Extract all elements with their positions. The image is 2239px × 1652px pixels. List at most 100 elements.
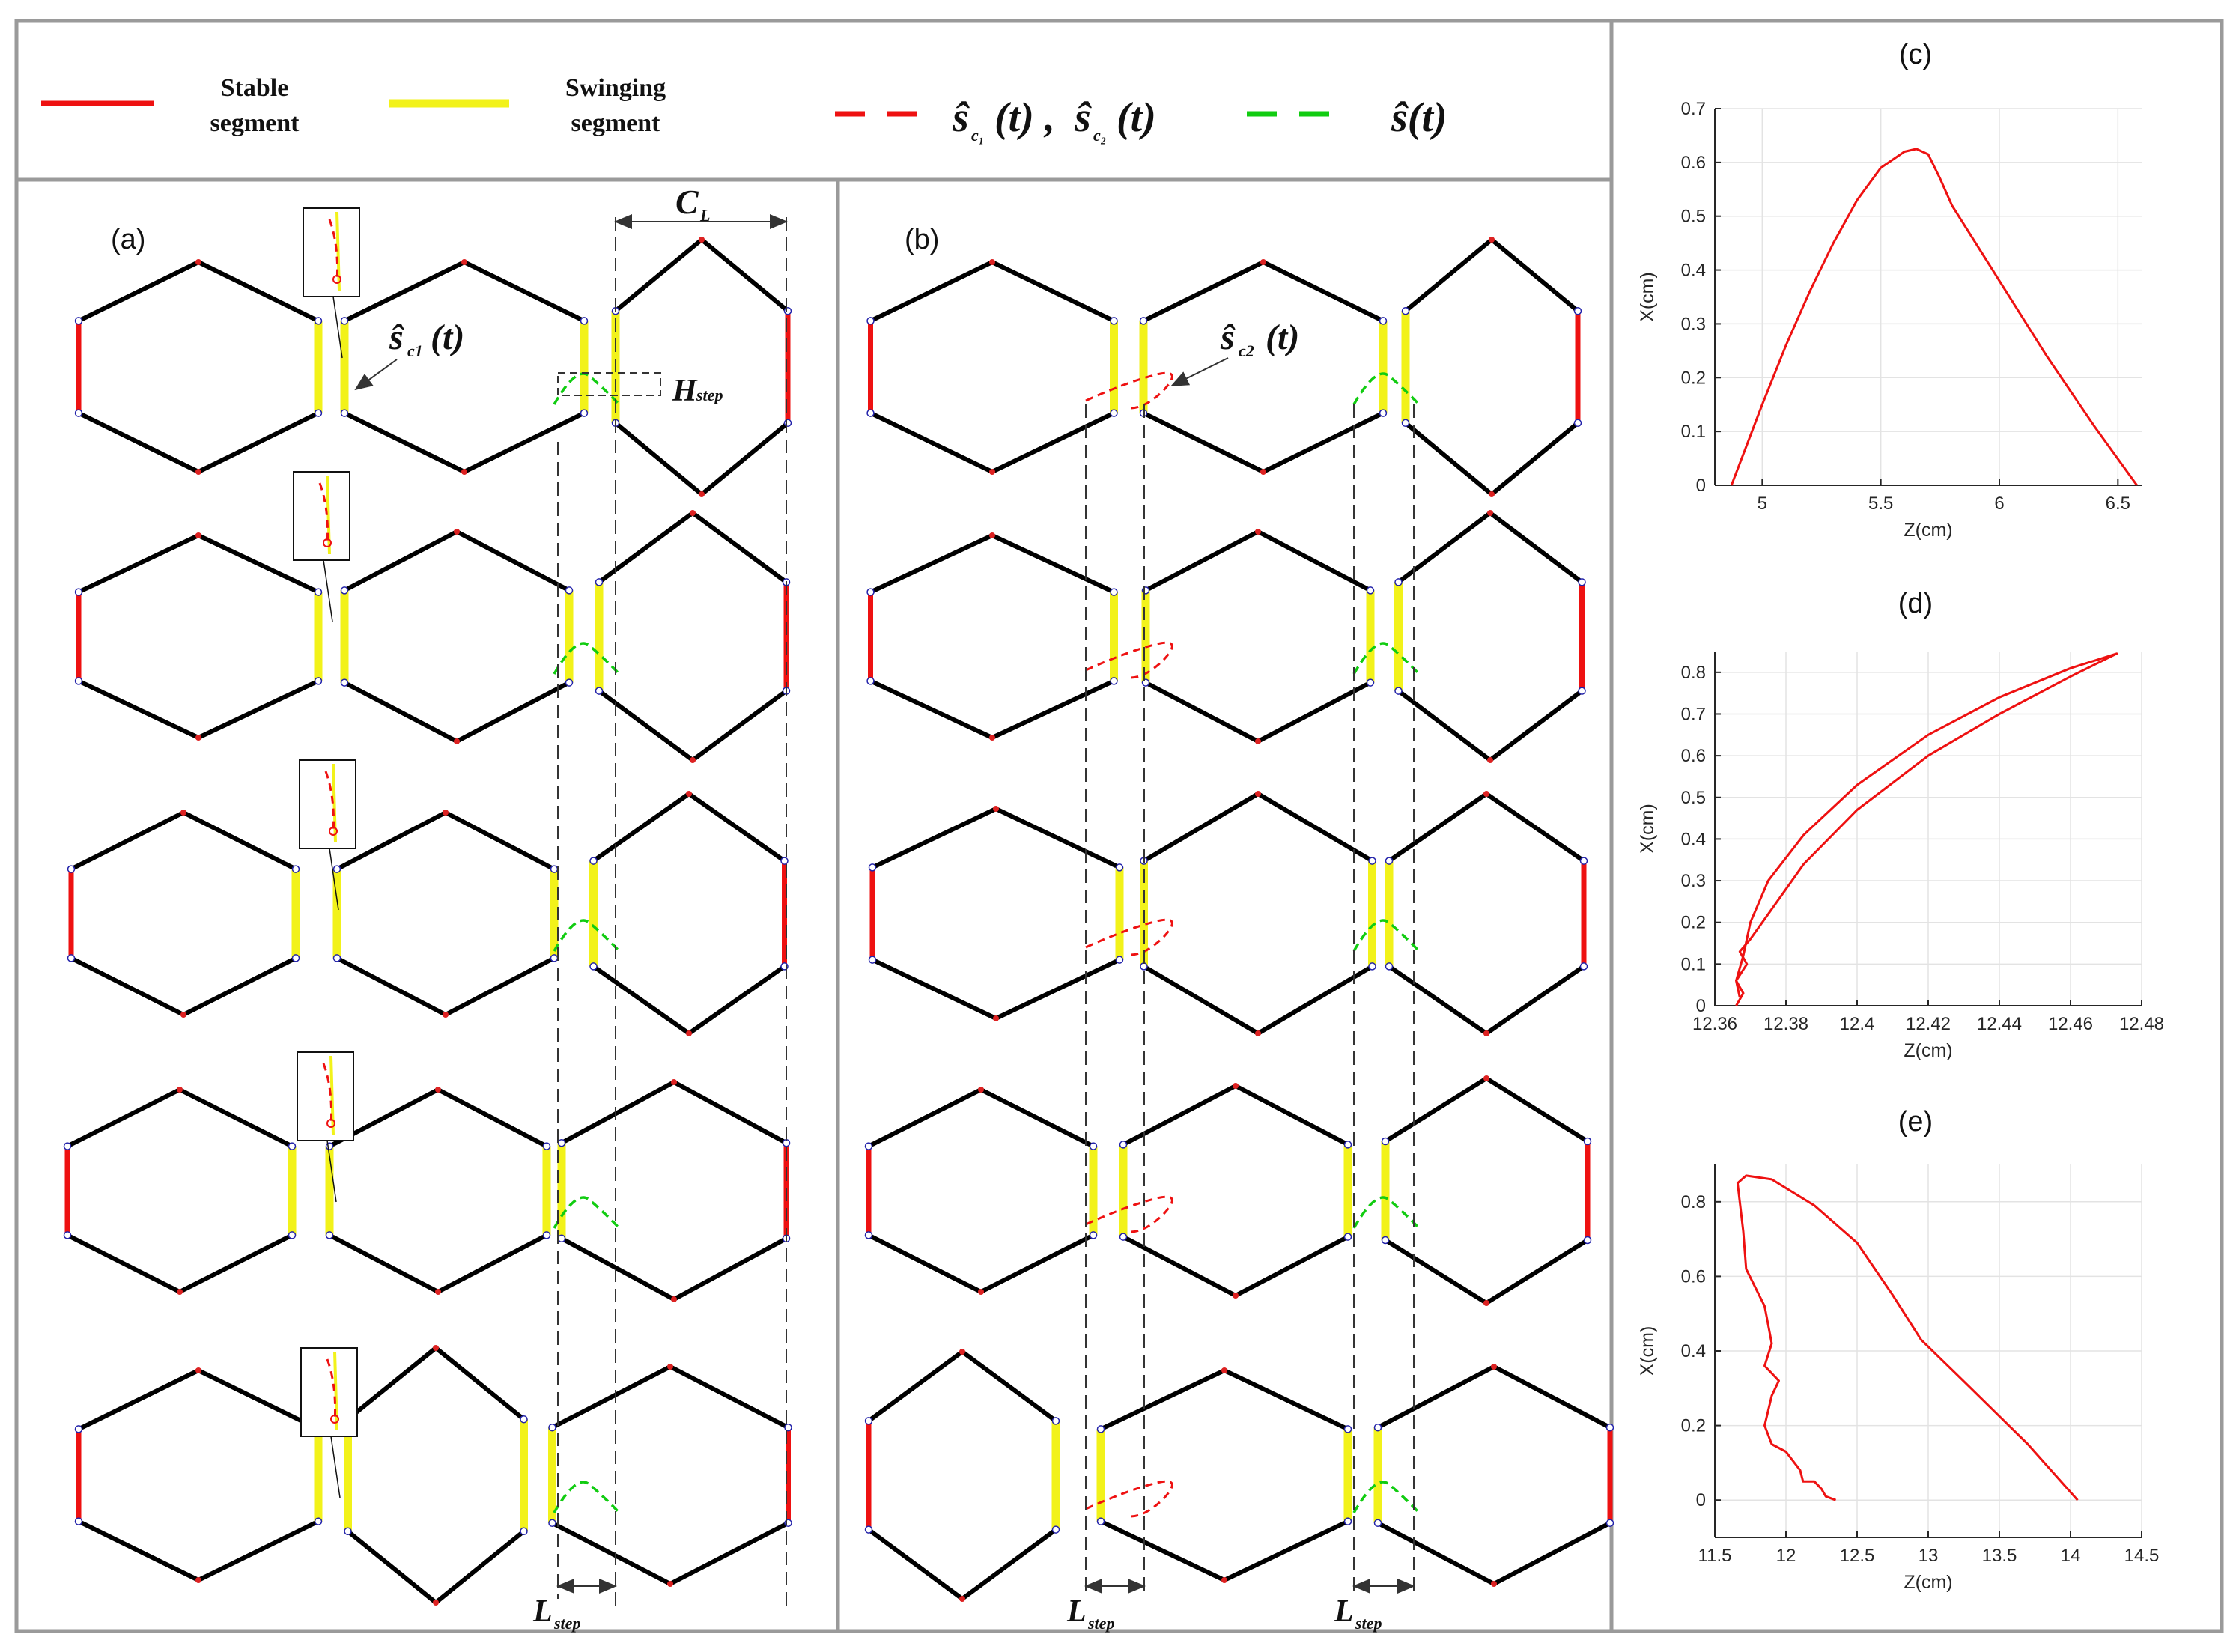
hex-edge	[462, 410, 586, 474]
y-tick-label: 0.6	[1681, 153, 1706, 173]
hex-edge	[76, 410, 201, 474]
hex-joint	[1051, 1417, 1060, 1425]
legend-s-label: ŝ(t)	[1391, 94, 1447, 141]
chart-e-title: (e)	[1898, 1106, 1933, 1138]
y-tick-label: 0	[1696, 476, 1706, 496]
hex-joint	[866, 409, 875, 417]
hex-joint	[550, 865, 559, 873]
hex-joint	[314, 1517, 323, 1525]
hex-joint	[557, 1234, 566, 1243]
hex-edge	[687, 964, 787, 1036]
panel-b-frame	[836, 177, 1614, 1633]
hex-edge	[1256, 964, 1375, 1036]
x-tick-label: 5	[1758, 494, 1767, 514]
hex-edge	[1489, 420, 1580, 496]
x-tick-label: 11.5	[1698, 1546, 1732, 1566]
hex-edge	[177, 1233, 294, 1294]
hex-joint	[1379, 317, 1388, 325]
hex-joint	[548, 1423, 556, 1432]
hex-joint	[332, 865, 341, 873]
hex-joint	[580, 317, 589, 325]
hex-edge	[559, 1236, 676, 1302]
hex-edge	[1256, 529, 1373, 593]
sc2-sub: c2	[1239, 341, 1254, 360]
hex-edge	[327, 1233, 440, 1294]
hex-joint	[780, 857, 789, 865]
hex-joint	[1110, 317, 1118, 325]
x-tick-label: 12.5	[1840, 1546, 1875, 1566]
hex-vertex	[461, 259, 467, 265]
series-line	[1730, 148, 2138, 486]
hex-joint	[580, 409, 589, 417]
hex-vertex	[435, 1087, 441, 1093]
inset-leader	[329, 848, 339, 911]
hex-edge	[462, 260, 586, 324]
x-tick-label: 12.46	[2048, 1014, 2093, 1034]
hex-joint	[550, 954, 559, 962]
hex-vertex	[1221, 1577, 1227, 1583]
hex-joint	[325, 1142, 334, 1150]
inset-swing-seg	[329, 1055, 335, 1135]
hex-edge	[1383, 1076, 1489, 1144]
green-trajectory	[1352, 919, 1419, 952]
panel-b-mechanism	[864, 237, 1614, 1602]
hex-edge	[1489, 237, 1580, 314]
hex-vertex	[1487, 757, 1493, 763]
inset-leader	[323, 559, 333, 622]
hex-edge	[597, 688, 695, 762]
hex-vertex	[1483, 791, 1489, 797]
charts-frame	[1609, 19, 2224, 1633]
hex-vertex	[1255, 1030, 1261, 1036]
hex-edge	[990, 410, 1117, 474]
inset-marker	[326, 1119, 335, 1128]
hex-vertex	[959, 1596, 965, 1602]
hex-edge	[69, 810, 186, 872]
hex-vertex	[978, 1289, 984, 1295]
hex-vertex	[671, 1296, 677, 1302]
hex-joint	[565, 678, 574, 687]
hex-joint	[1051, 1525, 1060, 1534]
hex-vertex	[667, 1581, 673, 1587]
hex-vertex	[1489, 237, 1495, 243]
x-axis-label: Z(cm)	[1904, 520, 1952, 541]
hex-edge	[979, 1233, 1096, 1294]
x-axis-label: Z(cm)	[1904, 1572, 1952, 1593]
hex-joint	[595, 687, 604, 695]
hex-edge	[613, 420, 704, 496]
panel-a-label: (a)	[111, 224, 145, 255]
hex-joint	[1110, 677, 1118, 685]
hex-edge	[65, 1087, 182, 1149]
hex-vertex	[978, 1087, 984, 1093]
hex-joint	[542, 1231, 551, 1239]
chart-c-title: (c)	[1899, 39, 1932, 70]
hex-edge	[1376, 1520, 1496, 1586]
x-tick-label: 5.5	[1868, 494, 1893, 514]
green-trajectory	[553, 372, 619, 405]
hex-edge	[335, 956, 448, 1017]
hex-edge	[990, 260, 1117, 324]
series-line	[1736, 1174, 2079, 1501]
hstep-box	[557, 372, 661, 396]
hex-edge	[672, 1236, 789, 1302]
hex-edge	[455, 529, 571, 593]
hex-edge	[76, 678, 201, 740]
hex-edge	[342, 260, 467, 324]
hex-joint	[1401, 306, 1410, 315]
hex-edge	[1484, 1238, 1590, 1305]
red-trajectory	[1085, 641, 1173, 679]
hex-joint	[1115, 863, 1124, 872]
hex-edge	[866, 1527, 964, 1601]
sc1-sub: c1	[407, 341, 423, 360]
hex-edge	[196, 410, 320, 474]
hex-joint	[1394, 687, 1403, 695]
inset-swing-seg	[332, 763, 337, 843]
y-tick-label: 0.6	[1681, 1266, 1706, 1287]
y-tick-label: 0.5	[1681, 207, 1706, 227]
legend-sc2-symbol: ŝ	[1074, 94, 1092, 141]
y-tick-label: 0.7	[1681, 704, 1706, 724]
hex-joint	[868, 956, 877, 964]
hex-edge	[76, 1519, 201, 1582]
hex-edge	[668, 1520, 791, 1586]
legend-sc1-symbol: ŝ	[952, 94, 970, 141]
